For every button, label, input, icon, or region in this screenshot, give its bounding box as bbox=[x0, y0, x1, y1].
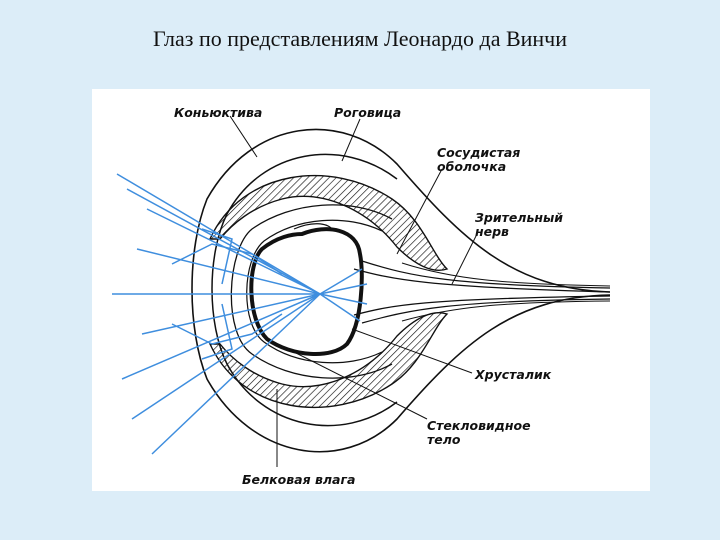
eye-diagram-svg: Коньюктива Роговица Сосудистая оболочка … bbox=[112, 105, 611, 487]
lens-inner-curve bbox=[293, 223, 333, 230]
label-vascular-2: оболочка bbox=[437, 159, 506, 174]
vascular-membrane-bottom bbox=[208, 312, 449, 409]
label-optic-nerve-1: Зрительный bbox=[475, 210, 563, 225]
label-albumin: Белковая влага bbox=[242, 472, 355, 487]
vascular-membrane-top bbox=[208, 174, 449, 271]
label-vitreous-1: Стекловидное bbox=[427, 418, 531, 433]
leader-lines bbox=[229, 115, 478, 467]
optic-nerve-line-6 bbox=[401, 300, 611, 322]
lens-ring bbox=[249, 227, 364, 356]
optic-nerve-line-2 bbox=[353, 295, 611, 316]
albumin-shell bbox=[246, 219, 383, 364]
label-cornea: Роговица bbox=[334, 105, 401, 120]
optic-nerve-line-3 bbox=[361, 260, 611, 289]
label-lens: Хрусталик bbox=[474, 367, 552, 382]
optic-nerve-line-4 bbox=[361, 298, 611, 324]
light-rays bbox=[112, 173, 368, 455]
label-vitreous-2: тело bbox=[427, 432, 461, 447]
outer-shell bbox=[211, 153, 398, 427]
slide-title: Глаз по представлениям Леонардо да Винчи bbox=[152, 26, 568, 51]
optic-nerve-line-1 bbox=[353, 268, 611, 293]
label-optic-nerve-2: нерв bbox=[475, 224, 509, 239]
inner-shell bbox=[230, 204, 393, 379]
eye-diagram: Коньюктива Роговица Сосудистая оболочка … bbox=[92, 89, 650, 491]
label-conjunctiva: Коньюктива bbox=[174, 105, 262, 120]
optic-nerve-line-5 bbox=[401, 262, 611, 287]
label-vascular-1: Сосудистая bbox=[437, 145, 520, 160]
